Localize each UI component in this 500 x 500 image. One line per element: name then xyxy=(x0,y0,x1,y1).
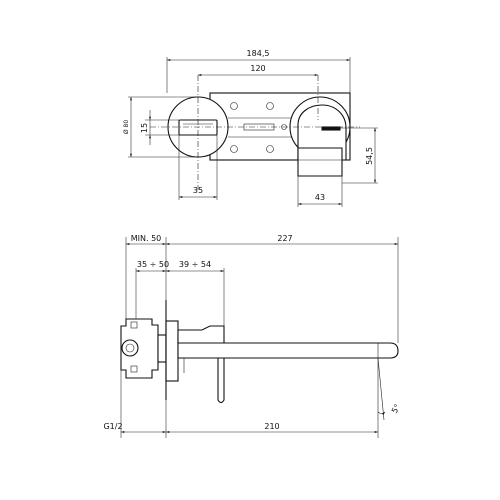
dim-spout-length: 227 xyxy=(277,234,292,243)
dim-adjust-range: 39 ÷ 54 xyxy=(179,260,211,269)
dim-outer-diameter: Ø 80 xyxy=(123,120,130,134)
dim-center-distance: 120 xyxy=(250,64,265,73)
side-handle xyxy=(177,325,225,344)
wall-plate xyxy=(165,320,179,382)
front-view: 184,5 120 Ø 80 15 35 54,5 43 xyxy=(123,49,378,207)
dim-thread: G1/2 xyxy=(103,422,122,431)
dim-spout-height: 54,5 xyxy=(365,147,374,165)
dim-min-wall: MIN. 50 xyxy=(131,234,162,243)
dim-body-range: 35 ÷ 50 xyxy=(137,260,169,269)
dim-handle-offset: 35 xyxy=(193,186,203,195)
dim-angle: 5° xyxy=(390,403,402,415)
concealed-body xyxy=(120,318,159,379)
dim-total-width: 184,5 xyxy=(247,49,270,58)
side-view: 5° MIN. 50 227 35 ÷ 50 39 ÷ 54 G1/2 210 xyxy=(103,234,402,438)
dim-spout-width: 43 xyxy=(315,193,325,202)
dim-handle-thickness: 15 xyxy=(140,123,149,133)
dim-spout-reach: 210 xyxy=(264,422,279,431)
side-spout xyxy=(177,342,399,359)
